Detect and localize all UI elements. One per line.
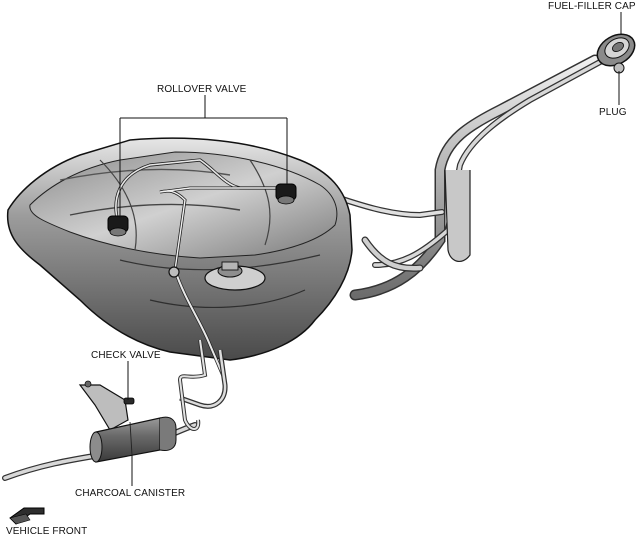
leader-lines [119, 12, 622, 486]
charcoal-canister-label: CHARCOAL CANISTER [75, 488, 186, 499]
fuel-filler-cap-icon [596, 33, 636, 74]
fuel-tank [6, 137, 353, 361]
arrow-icon [9, 507, 45, 525]
rollover-valve-right [275, 183, 297, 205]
filler-neck [327, 54, 603, 301]
vehicle-front-label: VEHICLE FRONT [6, 526, 88, 537]
check-valve-icon [123, 397, 135, 405]
vent-lines [114, 158, 285, 381]
rollover-valve-leader [119, 95, 288, 218]
charcoal-canister-icon [89, 416, 177, 463]
rollover-valve-label: ROLLOVER VALVE [157, 84, 247, 95]
plug-label: PLUG [599, 107, 627, 118]
canister-bracket [78, 380, 129, 431]
rollover-valve-left [107, 215, 129, 237]
check-valve-label: CHECK VALVE [91, 350, 161, 361]
fuel-filler-cap-label: FUEL-FILLER CAP [548, 1, 636, 12]
